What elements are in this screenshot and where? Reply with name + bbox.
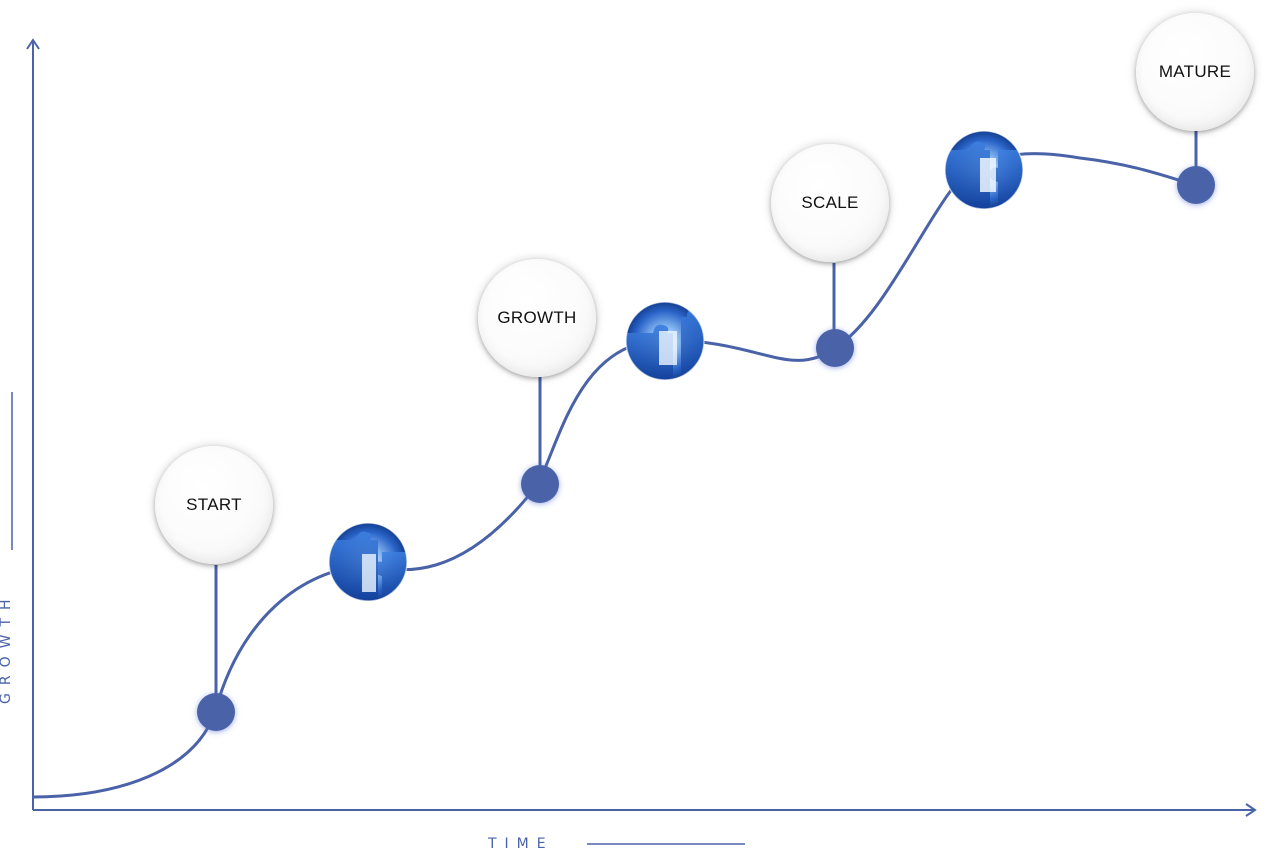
y-axis <box>26 38 40 810</box>
stage-bubble-growth: GROWTH <box>478 259 596 377</box>
stage-bubble-start: START <box>155 446 273 564</box>
start-milestone-dot <box>197 693 235 731</box>
x-axis <box>33 803 1257 817</box>
scale-milestone-dot <box>816 329 854 367</box>
stage-label-mature: MATURE <box>1158 62 1232 81</box>
stage-bubble-mature: MATURE <box>1136 13 1254 131</box>
stage-label-growth: GROWTH <box>497 308 577 327</box>
x-axis-title: TIME <box>488 836 554 852</box>
puzzle-icon <box>944 130 1024 210</box>
stage-label-start: START <box>186 495 242 514</box>
y-axis-title: GROWTH <box>0 591 14 704</box>
stage-label-scale: SCALE <box>801 193 859 212</box>
stems <box>214 130 1198 712</box>
puzzle-icon <box>625 301 705 381</box>
growth-milestone-dot <box>521 465 559 503</box>
stage-bubble-scale: SCALE <box>771 144 889 262</box>
mature-milestone-dot <box>1177 166 1215 204</box>
milestone-dots <box>197 166 1215 731</box>
puzzle-icon <box>328 522 408 602</box>
